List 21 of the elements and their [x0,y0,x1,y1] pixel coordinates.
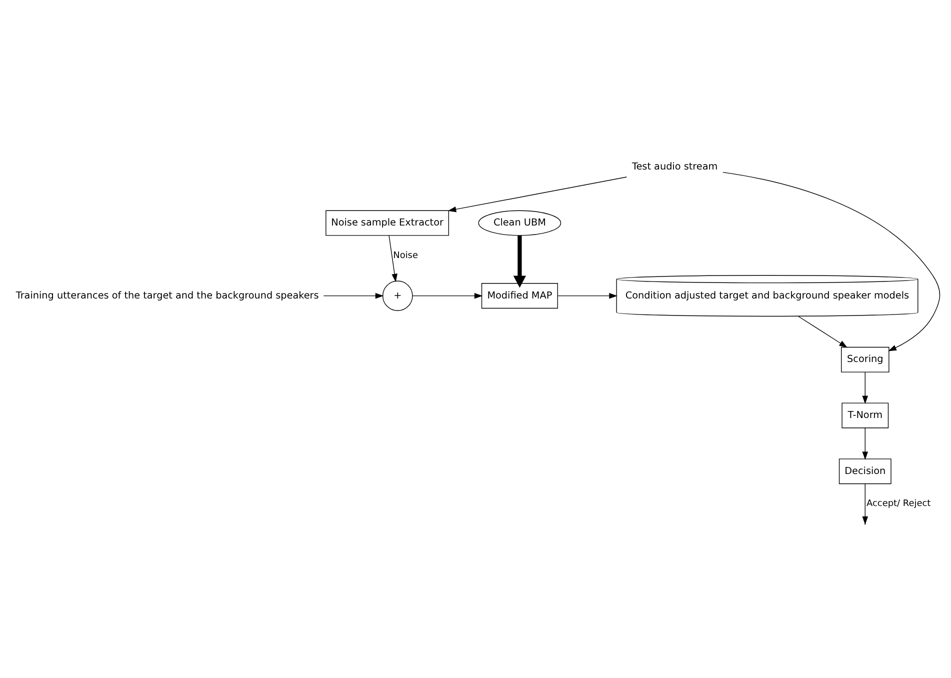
edge-label: Accept/ Reject [866,498,931,509]
arrow [557,292,618,298]
edge-label: Noise [393,250,418,260]
node-text: Training utterances of the target and the background speakers [16,290,319,301]
node-box: Decision [838,458,892,484]
node-ellipse: Clean UBM [478,210,562,236]
arrow [862,371,868,404]
node-text: Test audio stream [632,161,718,172]
node-box: Modified MAP [481,282,558,308]
node-box: Noise sample Extractor [326,210,450,236]
arrow [513,235,526,288]
arrow [448,176,628,212]
arrow [862,427,868,460]
node-circle: + [382,280,413,310]
arrow [412,292,483,298]
arrow [323,292,384,298]
arrow [722,171,940,351]
arrow [798,315,848,348]
node-box: Scoring [841,346,890,372]
node-box: T-Norm [842,402,889,428]
arrow [388,234,398,282]
